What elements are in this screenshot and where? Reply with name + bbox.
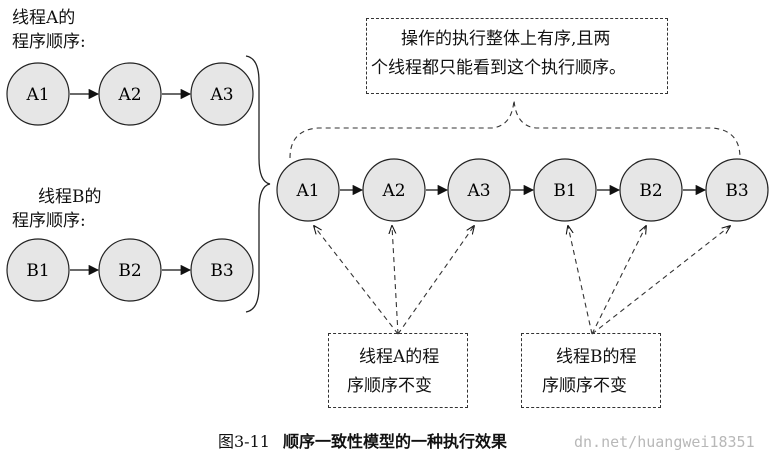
node-a2-label: A2 [117,85,141,105]
node-b2-label: B2 [118,261,141,281]
merged-node-b3-label: B3 [725,181,748,201]
thread-b-row: B1 B2 B3 [6,238,254,302]
node-a3-label: A3 [209,85,233,105]
note-a-arrow-3 [397,226,474,335]
figure-title: 顺序一致性模型的一种执行效果 [283,432,508,451]
thread-b-label-line1: 线程B的 [38,187,102,207]
figure-caption: 图3-11 顺序一致性模型的一种执行效果 [218,432,507,452]
node-a1 [6,62,70,126]
merged-node-a2-label: A2 [381,181,405,201]
note-b-arrow-1 [568,226,593,335]
note-a-arrow-2 [392,226,399,335]
thread-b-label: 线程B的 程序顺序: [12,185,102,233]
note-a-arrows [314,226,474,335]
top-note-line2: 个线程都只能看到这个执行顺序。 [371,58,626,78]
merged-node-b2-label: B2 [639,181,662,201]
node-a1-label: A1 [25,85,49,105]
node-b1 [6,238,70,302]
note-b-box: 线程B的程 序顺序不变 [521,333,661,408]
merged-node-a1 [276,158,340,222]
top-note-line1: 操作的执行整体上有序,且两 [401,29,611,49]
thread-b-label-line2: 程序顺序: [12,211,86,231]
note-b-line2: 序顺序不变 [542,376,627,396]
watermark: dn.net/huangwei18351 [574,433,755,451]
merged-node-a3-label: A3 [466,181,490,201]
thread-a-label-line1: 线程A的 [12,8,76,28]
top-dashed-brace [289,99,741,159]
note-a-arrow-1 [314,226,399,335]
node-b1-label: B1 [26,261,49,281]
node-b3-label: B3 [210,261,233,281]
thread-a-label: 线程A的 程序顺序: [12,6,86,54]
top-note-box: 操作的执行整体上有序,且两 个线程都只能看到这个执行顺序。 [366,18,668,94]
merged-node-a1-label: A1 [295,181,319,201]
merged-node-b1-label: B1 [553,181,576,201]
merged-row: A1 A2 A3 B1 B2 B3 [276,158,769,222]
thread-a-label-line2: 程序顺序: [12,32,86,52]
note-b-arrow-2 [591,226,646,335]
thread-a-row: A1 A2 A3 [6,62,254,126]
note-b-arrow-3 [591,226,730,335]
figure-number: 图3-11 [218,432,270,451]
note-b-line1: 线程B的程 [556,347,637,367]
note-b-arrows [568,226,730,335]
merge-brace [245,55,271,313]
note-a-line1: 线程A的程 [359,347,440,367]
note-a-line2: 序顺序不变 [347,376,432,396]
